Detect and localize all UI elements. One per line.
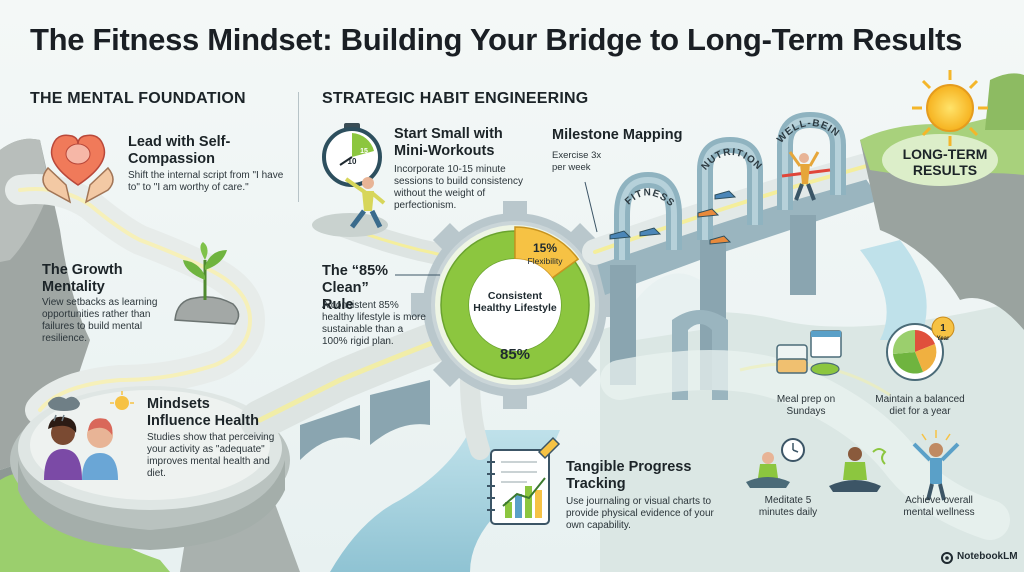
- clock-icon: [781, 438, 805, 462]
- section-divider: [298, 92, 299, 202]
- donut-flex-label: Flexibility: [527, 256, 563, 266]
- item-title-85-rule: The “85% Clean” Rule: [322, 263, 389, 313]
- item-title-mini-workouts: Start Small with Mini-Workouts: [394, 126, 503, 159]
- consistency-donut: [435, 225, 595, 385]
- notebooklm-logo-icon: [941, 552, 953, 564]
- stopwatch-label-15: 15: [360, 148, 368, 155]
- meditation-person-icon: [829, 447, 887, 492]
- stopwatch-icon: [322, 123, 382, 187]
- donut-center: [469, 259, 561, 351]
- item-text-mindsets: Studies show that perceiving your activi…: [147, 432, 275, 479]
- goal-meditate: Meditate 5 minutes daily: [758, 495, 818, 518]
- celebrating-person-icon: [912, 430, 960, 501]
- item-text-self-compassion: Shift the internal script from "I have t…: [128, 170, 284, 193]
- donut-center-label: Consistent Healthy Lifestyle: [473, 290, 557, 314]
- balanced-plate-icon: [886, 316, 955, 381]
- section-heading-mental: THE MENTAL FOUNDATION: [30, 90, 246, 107]
- item-text-85-rule: A consistent 85% healthy lifestyle is mo…: [322, 300, 426, 347]
- meal-prep-icon: [776, 330, 842, 376]
- section-heading-habit: STRATEGIC HABIT ENGINEERING: [322, 90, 589, 107]
- goal-meal-prep: Meal prep on Sundays: [776, 394, 836, 417]
- milestone-exercise: Exercise 3x per week: [552, 150, 602, 173]
- heart-brain-icon: [42, 134, 114, 204]
- journal-chart-icon: [487, 436, 561, 525]
- people-icon: [44, 391, 134, 480]
- runner-finish-icon: [781, 151, 831, 201]
- badge-word: Year: [937, 336, 950, 342]
- meditation-icon: [746, 452, 790, 488]
- page-title: The Fitness Mindset: Building Your Bridg…: [30, 22, 963, 57]
- badge-number: 1: [940, 323, 946, 334]
- item-title-mindsets: Mindsets Influence Health: [147, 396, 259, 429]
- milestone-title: Milestone Mapping: [552, 127, 683, 143]
- donut-flex-percent: 15%: [532, 241, 558, 255]
- sneakers-icon: [609, 190, 737, 245]
- item-text-progress: Use journaling or visual charts to provi…: [566, 496, 714, 531]
- item-title-progress: Tangible Progress Tracking: [566, 459, 692, 492]
- destination-label: LONG-TERM RESULTS: [902, 146, 988, 178]
- donut-main-label: 85%: [499, 346, 531, 363]
- brand-label: NotebookLM: [957, 551, 1018, 562]
- item-text-mini-workouts: Incorporate 10-15 minute sessions to bui…: [394, 164, 523, 211]
- item-title-self-compassion: Lead with Self-Compassion: [128, 134, 231, 167]
- goal-balanced-diet: Maintain a balanced diet for a year: [875, 394, 965, 417]
- sprout-icon: [174, 242, 240, 325]
- item-title-growth: The Growth Mentality: [42, 262, 123, 295]
- sun-icon: [912, 70, 988, 146]
- goal-mental-wellness: Achieve overall mental wellness: [903, 495, 975, 518]
- stopwatch-label-10: 10: [348, 157, 357, 166]
- item-text-growth: View setbacks as learning opportunities …: [42, 297, 158, 344]
- stretching-person-icon: [344, 177, 386, 229]
